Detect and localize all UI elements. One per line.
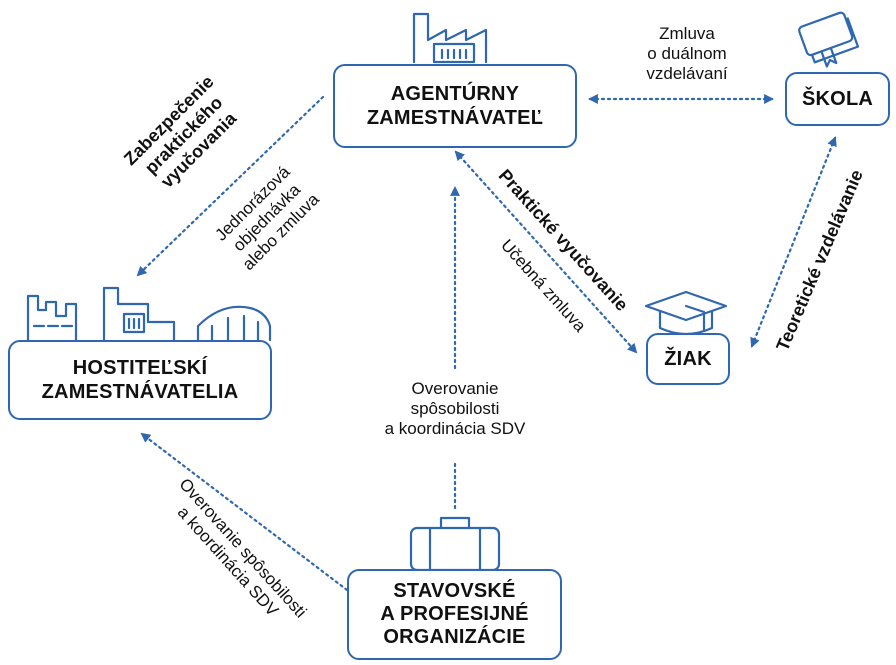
edge-label-org-agency: Overovanie spôsobilosti a koordinácia SD… [370, 379, 540, 439]
host-employers-box[interactable]: HOSTITEĽSKÍ ZAMESTNÁVATELIA [8, 340, 272, 420]
book-icon [798, 11, 860, 68]
organizations-line1: STAVOVSKÉ [393, 580, 516, 602]
briefcase-icon [409, 516, 501, 572]
agency-employer-box[interactable]: AGENTÚRNY ZAMESTNÁVATEĽ [333, 64, 577, 148]
host-employers-line2: ZAMESTNÁVATELIA [41, 381, 239, 403]
host-employers-line1: HOSTITEĽSKÍ [72, 357, 208, 379]
edge-org-host [140, 432, 349, 592]
edge-label-org-agency-line2: spôsobilosti [410, 399, 500, 418]
edge-label-agency-school: Zmluva o duálnom vzdelávaní [622, 24, 752, 84]
agency-employer-line1: AGENTÚRNY [390, 83, 520, 105]
school-box[interactable]: ŠKOLA [785, 72, 890, 126]
edge-school-student [750, 136, 837, 348]
organizations-line2: A PROFESIJNÉ [380, 603, 529, 625]
edge-label-agency-school-line2: o duálnom [647, 44, 727, 63]
school-label: ŠKOLA [802, 88, 873, 110]
edge-label-org-agency-line1: Overovanie [411, 379, 499, 398]
edge-agency-student [454, 150, 638, 354]
industrial-buildings-icon [26, 286, 272, 342]
edge-label-agency-school-line1: Zmluva [659, 24, 715, 43]
graduation-cap-icon [644, 290, 728, 336]
agency-employer-line2: ZAMESTNÁVATEĽ [366, 107, 544, 129]
edge-agency-host [136, 95, 325, 277]
student-label: ŽIAK [664, 348, 712, 370]
organizations-line3: ORGANIZÁCIE [383, 626, 526, 648]
student-box[interactable]: ŽIAK [646, 333, 730, 385]
edge-label-agency-school-line3: vzdelávaní [646, 64, 728, 83]
edge-label-org-agency-line3: a koordinácia SDV [384, 419, 526, 438]
organizations-box[interactable]: STAVOVSKÉ A PROFESIJNÉ ORGANIZÁCIE [347, 569, 562, 660]
factory-icon [412, 12, 488, 64]
